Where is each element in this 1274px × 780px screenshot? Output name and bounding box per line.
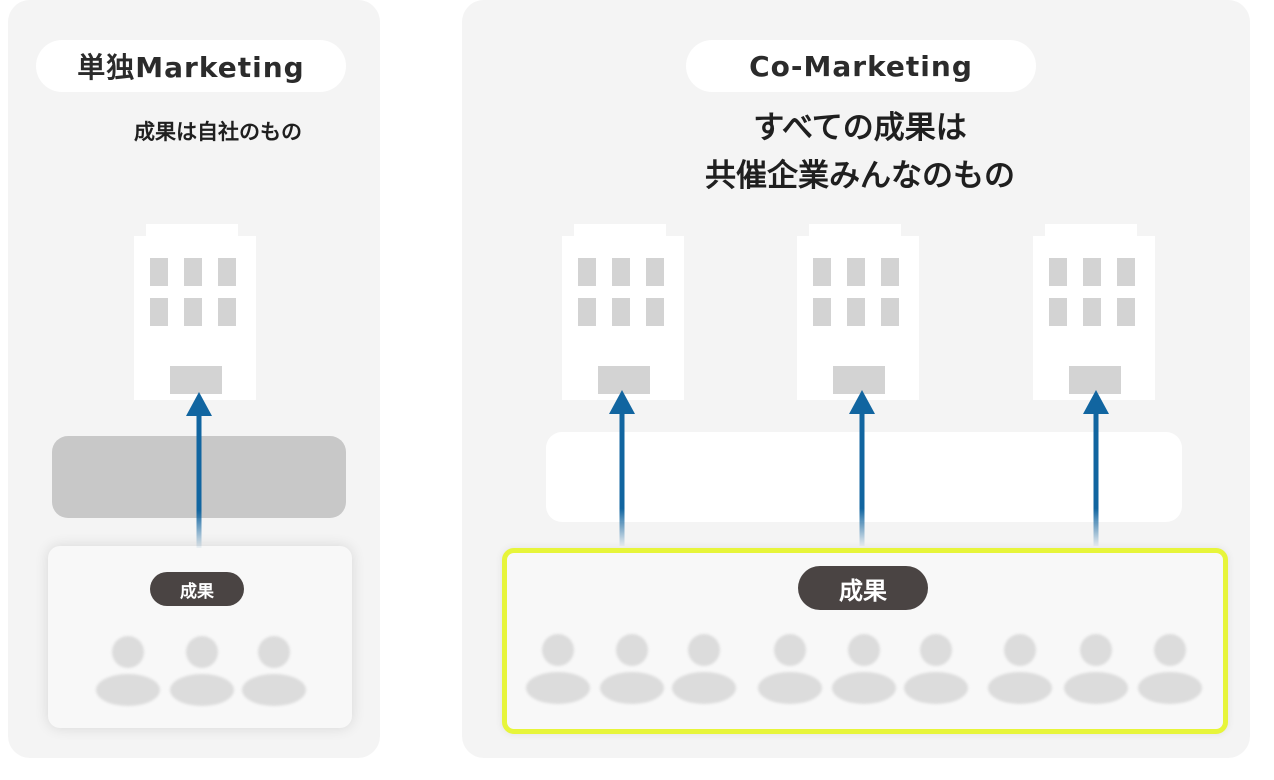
person-icon: [672, 634, 736, 704]
single-marketing-label: 単独Marketing: [36, 40, 346, 92]
arrow-up-icon: [849, 390, 875, 546]
arrow-up-icon: [1083, 390, 1109, 546]
single-marketing-result-badge: 成果: [150, 572, 244, 606]
person-icon: [832, 634, 896, 704]
person-icon: [988, 634, 1052, 704]
co-marketing-tagline: すべての成果は 共催企業みんなのもの: [620, 104, 1100, 200]
person-icon: [1064, 634, 1128, 704]
co-marketing-tagline-line1: すべての成果は: [753, 110, 967, 146]
person-icon: [600, 634, 664, 704]
co-marketing-label: Co-Marketing: [686, 40, 1036, 92]
person-icon: [1138, 634, 1202, 704]
person-icon: [242, 636, 306, 706]
arrow-up-icon: [609, 390, 635, 546]
person-icon: [758, 634, 822, 704]
arrow-up-icon: [186, 392, 212, 548]
co-marketing-result-badge: 成果: [798, 566, 928, 610]
person-icon: [170, 636, 234, 706]
building-icon: [562, 224, 684, 400]
person-icon: [904, 634, 968, 704]
person-icon: [96, 636, 160, 706]
single-marketing-tagline: 成果は自社のもの: [134, 120, 302, 144]
co-marketing-tagline-line2: 共催企業みんなのもの: [705, 158, 1015, 194]
person-icon: [526, 634, 590, 704]
building-icon: [134, 224, 256, 400]
building-icon: [1033, 224, 1155, 400]
building-icon: [797, 224, 919, 400]
